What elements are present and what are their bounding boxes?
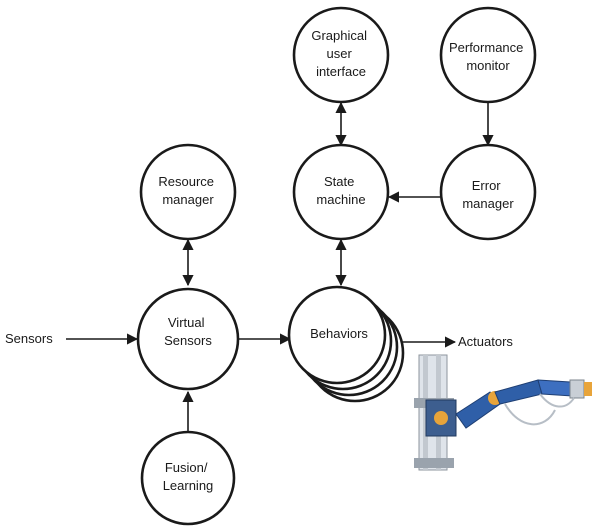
node-gui: Graphical user interface (292, 6, 390, 104)
robotic-arm-image (414, 354, 592, 471)
node-performance-monitor-label: Performance monitor (449, 40, 527, 73)
node-fusion-learning-label: Fusion/ Learning (163, 460, 214, 493)
node-fusion-learning: Fusion/ Learning (140, 430, 236, 526)
edges (66, 101, 494, 431)
node-gui-label: Graphical user interface (311, 28, 370, 79)
node-performance-monitor: Performance monitor (439, 6, 537, 104)
node-behaviors-stack: Behaviors (287, 285, 405, 403)
node-resource-manager: Resource manager (139, 143, 237, 241)
node-error-manager-label: Error manager (462, 178, 514, 211)
node-resource-manager-label: Resource manager (158, 174, 217, 207)
node-virtual-sensors-label: Virtual Sensors (164, 315, 212, 348)
node-virtual-sensors: Virtual Sensors (136, 287, 240, 391)
node-behaviors-label: Behaviors (310, 326, 368, 341)
actuators-label: Actuators (458, 334, 513, 349)
sensors-label: Sensors (5, 331, 53, 346)
node-error-manager: Error manager (439, 143, 537, 241)
node-state-machine: State machine (292, 143, 390, 241)
node-state-machine-label: State machine (316, 174, 365, 207)
